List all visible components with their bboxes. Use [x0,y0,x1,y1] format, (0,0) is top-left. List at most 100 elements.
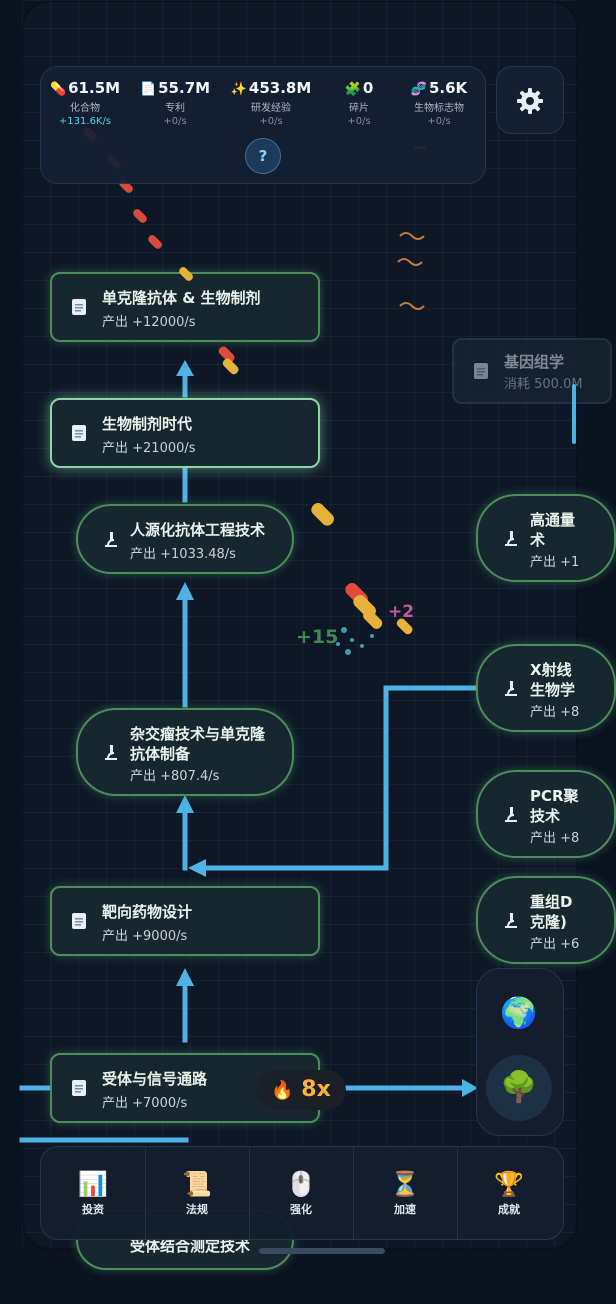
help-button[interactable]: ? [245,138,281,174]
dna-icon: 🧬 [410,82,427,97]
game-screen: 单克隆抗体 & 生物制剂 产出 +12000/s 生物制剂时代 产出 +2100… [19,0,616,1270]
resource-value: 453.8M [248,79,312,97]
tree-button[interactable]: 🌳 [486,1055,552,1121]
node-title: 受体结合测定技术 [130,1237,251,1255]
microscope-icon [505,531,517,546]
resource-value: 0 [362,79,374,97]
node-humanized-antibody[interactable]: 人源化抗体工程技术 产出 +1033.48/s [76,504,294,574]
document-icon [72,1080,86,1096]
line-xray-merge [197,685,480,871]
title-line-2: 术 [530,531,546,549]
microscope-icon [505,681,517,696]
node-title: 高通量术 [530,510,604,550]
node-title: X射线生物学 [530,660,604,700]
tab-regulation[interactable]: 📜 法规 [145,1147,249,1239]
home-indicator[interactable] [259,1248,385,1254]
node-targeted-drug-design[interactable]: 靶向药物设计 产出 +9000/s [50,886,320,956]
resource-name: 化合物 [70,103,100,114]
sparkle-icon: ✨ [230,82,247,97]
document-icon: 📄 [139,82,157,97]
node-output: 产出 +1 [530,555,580,570]
resource-rate: +0/s [259,116,283,127]
resource-experience: ✨453.8M 研发经验 +0/s [229,79,313,127]
arrow-head-targeted [176,968,194,986]
mouse-icon: 🖱️ [286,1170,316,1198]
view-switcher-panel: 🌍 🌳 [476,968,564,1136]
hourglass-icon: ⏳ [390,1170,420,1198]
tab-label: 强化 [290,1203,312,1216]
resource-rate: +0/s [427,116,451,127]
node-title: 基因组学 [504,353,565,371]
tab-label: 投资 [82,1203,104,1216]
microscope-icon [105,532,117,547]
node-high-throughput[interactable]: 高通量术 产出 +1 [476,494,616,582]
node-output: 产出 +807.4/s [130,769,220,784]
node-hybridoma[interactable]: 杂交瘤技术与单克隆抗体制备 产出 +807.4/s [76,708,294,796]
resource-value: 61.5M [68,79,121,97]
title-line-2: 生物学 [530,681,576,699]
scrollbar[interactable] [572,384,576,444]
title-line-1: 高通量 [530,511,576,529]
tab-achievement[interactable]: 🏆 成就 [457,1147,561,1239]
arrow-head-monoclonal [176,360,194,376]
tab-enhance[interactable]: 🖱️ 强化 [249,1147,353,1239]
node-title: 受体与信号通路 [102,1070,208,1088]
title-line-1: PCR聚 [530,787,579,805]
node-receptor-signaling[interactable]: 受体与信号通路 产出 +7000/s [50,1053,320,1123]
trophy-icon: 🏆 [494,1170,524,1198]
tab-accelerate[interactable]: ⏳ 加速 [353,1147,457,1239]
tab-invest[interactable]: 📊 投资 [41,1147,145,1239]
gear-icon [517,87,543,114]
microscope-icon [505,913,517,928]
node-xray[interactable]: X射线生物学 产出 +8 [476,644,616,732]
node-title: 杂交瘤技术与单克隆抗体制备 [130,725,266,763]
resource-rate: +0/s [163,116,187,127]
arrow-head-merge [188,859,206,877]
resource-rate: +131.6K/s [58,116,112,127]
floating-gain-2: +2 [388,602,415,622]
fire-icon: 🔥 [271,1080,294,1101]
resource-name: 生物标志物 [414,103,464,114]
chart-icon: 📊 [78,1170,108,1198]
resource-value: 55.7M [158,79,211,97]
resource-name: 研发经验 [251,103,291,114]
tab-label: 成就 [498,1203,520,1216]
floating-gain-15: +15 [296,626,339,648]
resource-fragments: 🧩0 碎片 +0/s [317,79,401,127]
arrow-head-hybridoma [176,795,194,813]
resource-value: 5.6K [428,79,468,97]
node-output: 产出 +9000/s [102,929,188,944]
title-line-1: X射线 [530,661,572,679]
node-monoclonal-antibody[interactable]: 单克隆抗体 & 生物制剂 产出 +12000/s [50,272,320,342]
settings-button[interactable] [496,66,564,134]
document-icon [72,425,86,441]
microscope-icon [505,807,517,822]
combo-multiplier: 🔥 8x [256,1070,346,1110]
node-output: 产出 +8 [530,705,580,720]
node-output: 产出 +21000/s [102,441,196,456]
title-line-2: 克隆) [530,913,567,931]
title-line-2: 技术 [530,807,561,825]
resource-compounds: 💊61.5M 化合物 +131.6K/s [43,79,127,127]
bottom-tab-bar: 📊 投资 📜 法规 🖱️ 强化 ⏳ 加速 🏆 成就 [40,1146,564,1240]
node-genomics[interactable]: 基因组学 消耗 500.0M [452,338,612,404]
node-cost: 消耗 500.0M [504,377,583,392]
combo-label: 8x [301,1077,331,1102]
globe-button[interactable]: 🌍 [500,996,538,1031]
node-title: 生物制剂时代 [102,415,193,433]
arrow-head-right [462,1079,478,1097]
tab-label: 法规 [186,1203,208,1216]
puzzle-icon: 🧩 [344,82,361,97]
node-biologics-era[interactable]: 生物制剂时代 产出 +21000/s [50,398,320,468]
node-title: 人源化抗体工程技术 [130,521,266,539]
resource-name: 碎片 [349,103,369,114]
node-pcr[interactable]: PCR聚技术 产出 +8 [476,770,616,858]
node-output: 产出 +8 [530,831,580,846]
resource-patents: 📄55.7M 专利 +0/s [133,79,217,127]
resource-rate: +0/s [347,116,371,127]
node-title: 单克隆抗体 & 生物制剂 [102,289,261,307]
node-output: 产出 +1033.48/s [130,547,236,562]
node-title: PCR聚技术 [530,786,604,826]
